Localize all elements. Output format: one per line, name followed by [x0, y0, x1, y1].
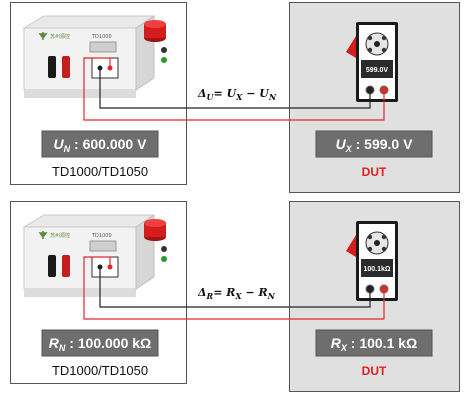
- formula-part: N: [268, 92, 277, 102]
- dial-dot: [381, 47, 387, 53]
- calibrator-label-text: RN : 100.000 kΩ: [49, 335, 152, 353]
- calibrator-display: [89, 41, 117, 53]
- dut-label-symbol: R: [331, 335, 342, 351]
- calibrator-top: [22, 15, 156, 29]
- calibrator-label-value: : 600.000 V: [70, 136, 147, 152]
- formula-part: Δ: [197, 286, 207, 299]
- formula-part: X: [234, 291, 242, 301]
- formula-part: =: [213, 286, 226, 299]
- terminal-black-icon: [48, 56, 56, 78]
- calibrator-caption: TD1000/TD1050: [52, 363, 148, 378]
- dut-display-value: 599.0V: [366, 67, 389, 74]
- dut-display-value: 100.1kΩ: [363, 266, 390, 273]
- calibrator-display: [89, 240, 117, 252]
- formula-part: U: [207, 92, 215, 102]
- dut-label-subscript: X: [345, 144, 353, 154]
- terminal-red-icon: [62, 255, 70, 277]
- wire-black: [99, 267, 371, 308]
- button-icon: [161, 246, 167, 252]
- calibrator-label-text: UN : 600.000 V: [54, 136, 148, 154]
- dial-dot: [367, 47, 373, 53]
- calibrator-model: TD1000: [91, 233, 112, 239]
- dial-dot: [367, 246, 373, 252]
- formula: ΔU= UX − UN: [197, 87, 277, 102]
- dial-dot: [381, 234, 387, 240]
- dut-label-text: RX : 100.1 kΩ: [331, 335, 418, 353]
- button-green-icon: [161, 57, 167, 63]
- dut-display: [361, 259, 393, 277]
- formula-part: −: [242, 87, 259, 100]
- formula-part: U: [259, 87, 270, 100]
- calibrator-label-value: : 100.000 kΩ: [65, 335, 151, 351]
- formula-part: U: [227, 87, 238, 100]
- dut-label-value: : 100.1 kΩ: [347, 335, 417, 351]
- formula-part: R: [206, 291, 214, 301]
- formula-part: R: [258, 286, 268, 299]
- formula-part: N: [267, 291, 276, 301]
- dut-label-text: UX : 599.0 V: [336, 136, 414, 154]
- formula-part: R: [225, 286, 235, 299]
- dial-dot: [381, 35, 387, 41]
- dial-dot: [367, 234, 373, 240]
- calibrator-top: [22, 214, 156, 228]
- dut-label-subscript: X: [340, 343, 348, 353]
- knob-body-icon: [144, 223, 166, 237]
- calibrator-brand: 苏州源控: [50, 33, 70, 40]
- dut-label-box: [315, 130, 433, 158]
- dut-label-value: : 599.0 V: [352, 136, 413, 152]
- knob-body-icon: [144, 24, 166, 38]
- calibrator-model: TD1000: [91, 34, 112, 40]
- probe-lead-icon: [346, 36, 356, 58]
- calibrator-brand: 苏州源控: [50, 232, 70, 239]
- output-socket: [91, 57, 119, 79]
- calibrator-label-subscript: N: [64, 144, 71, 154]
- button-icon: [161, 47, 167, 53]
- dut-caption: DUT: [362, 165, 387, 179]
- knob-top: [144, 20, 166, 28]
- calibrator-label-subscript: N: [59, 343, 66, 353]
- wire-red: [83, 57, 385, 121]
- dut-label-symbol: U: [336, 136, 347, 152]
- dial-dot: [381, 246, 387, 252]
- calibrator-label-box: [41, 130, 159, 158]
- probe-lead-icon: [346, 235, 356, 257]
- calibrator-label-box: [41, 329, 159, 357]
- formula: ΔR= RX − RN: [197, 286, 276, 301]
- wire-black: [99, 68, 371, 109]
- dut-label-box: [315, 329, 433, 357]
- calibrator-front: [23, 27, 137, 91]
- dut-caption: DUT: [362, 364, 387, 378]
- brand-logo-icon: [38, 32, 48, 40]
- calibrator-caption: TD1000/TD1050: [52, 164, 148, 179]
- calibrator-base: [24, 289, 136, 297]
- terminal-red-icon: [62, 56, 70, 78]
- formula-part: −: [242, 286, 259, 299]
- dial-center: [374, 41, 380, 47]
- wire-red: [83, 256, 385, 320]
- dial-center: [374, 240, 380, 246]
- dut-display: [361, 60, 393, 78]
- knob-top: [144, 219, 166, 227]
- terminal-black-icon: [48, 255, 56, 277]
- calibrator-label-symbol: R: [49, 335, 60, 351]
- brand-logo-icon: [38, 231, 48, 239]
- button-green-icon: [161, 256, 167, 262]
- output-socket: [91, 256, 119, 278]
- formula-part: X: [235, 92, 243, 102]
- dial-dot: [367, 35, 373, 41]
- calibrator-front: [23, 226, 137, 290]
- formula-part: =: [214, 87, 227, 100]
- formula-part: Δ: [197, 87, 207, 100]
- calibrator-label-symbol: U: [54, 136, 65, 152]
- calibrator-base: [24, 90, 136, 98]
